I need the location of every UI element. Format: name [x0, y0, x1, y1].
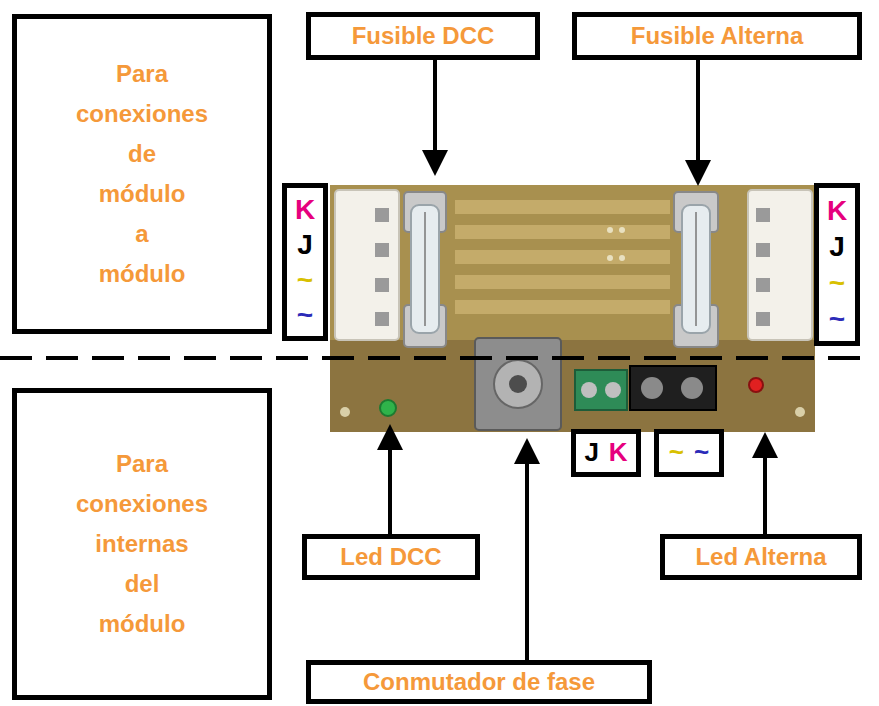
- circuit-board: [330, 185, 815, 432]
- molex-connector: [375, 208, 389, 222]
- callout-box: Conmutador de fase: [306, 660, 652, 705]
- leader-arrow: [388, 448, 392, 534]
- pin-name: K: [827, 193, 847, 229]
- terminal-block: [605, 382, 621, 398]
- pin-name: J: [584, 437, 598, 468]
- callout-box: Fusible Alterna: [572, 12, 862, 60]
- molex-connector: [335, 190, 399, 340]
- toggle-switch: [494, 360, 542, 408]
- glass-fuse: [404, 192, 718, 347]
- label-text: Fusible DCC: [352, 22, 495, 51]
- terminal-block: [575, 366, 716, 410]
- label-text: Para conexiones de módulo a módulo: [21, 54, 263, 294]
- molex-connector: [375, 243, 389, 257]
- leader-arrow: [752, 432, 778, 458]
- callout-box: Led DCC: [302, 534, 480, 580]
- pin-name: ~: [297, 262, 313, 297]
- leader-arrow: [433, 60, 437, 152]
- glass-fuse: [424, 212, 426, 326]
- divider-line: [0, 356, 868, 360]
- leader-arrow: [763, 456, 767, 534]
- divider-line: [0, 358, 868, 359]
- pin-name: ~: [829, 265, 845, 301]
- pin-name: ~: [694, 437, 709, 468]
- circuit-board: [330, 185, 815, 432]
- terminal-block: [575, 370, 627, 410]
- molex-connector: [756, 278, 770, 292]
- pin-label-box: ~~: [654, 429, 724, 476]
- leader-arrow: [685, 160, 711, 186]
- label-text: Conmutador de fase: [363, 668, 595, 697]
- pin-name: J: [297, 227, 313, 262]
- callout-box: Fusible DCC: [306, 12, 540, 60]
- info-box: Para conexiones de módulo a módulo: [12, 14, 272, 334]
- info-box: Para conexiones internas del módulo: [12, 388, 272, 700]
- pin-name: J: [829, 229, 845, 265]
- pin-name: ~: [829, 301, 845, 337]
- terminal-block: [630, 366, 716, 410]
- callout-box: Led Alterna: [660, 534, 862, 580]
- pin-name: K: [609, 437, 628, 468]
- leader-arrow: [422, 150, 448, 176]
- circuit-board: [330, 340, 815, 432]
- circuit-board: [455, 300, 670, 314]
- led: [380, 400, 396, 416]
- molex-connector: [756, 312, 770, 326]
- circuit-board: [607, 255, 613, 261]
- circuit-board: [619, 227, 625, 233]
- glass-fuse: [411, 205, 439, 333]
- label-text: Para conexiones internas del módulo: [21, 444, 263, 644]
- leader-arrow: [377, 424, 403, 450]
- circuit-board: [455, 200, 670, 214]
- glass-fuse: [682, 205, 710, 333]
- molex-connector: [375, 278, 389, 292]
- leader-arrow: [514, 438, 540, 464]
- pin-label-box: JK: [571, 429, 640, 476]
- pin-name: ~: [297, 297, 313, 332]
- circuit-board: [455, 250, 670, 264]
- led: [749, 378, 763, 392]
- label-text: Led Alterna: [695, 543, 826, 572]
- circuit-board: [619, 255, 625, 261]
- leader-arrow: [525, 462, 529, 660]
- terminal-block: [581, 382, 597, 398]
- molex-connector: [375, 312, 389, 326]
- pin-label-box: KJ~~: [282, 183, 328, 341]
- molex-connector: [756, 243, 770, 257]
- pin-label-box: KJ~~: [814, 183, 860, 346]
- toggle-switch: [509, 375, 527, 393]
- circuit-board: [340, 407, 350, 417]
- molex-connector: [748, 190, 812, 340]
- terminal-block: [681, 377, 703, 399]
- pin-name: K: [295, 192, 315, 227]
- terminal-block: [641, 377, 663, 399]
- glass-fuse: [695, 212, 697, 326]
- pin-name: ~: [669, 437, 684, 468]
- circuit-board: [795, 407, 805, 417]
- circuit-board: [607, 227, 613, 233]
- leader-arrow: [696, 60, 700, 162]
- molex-connector: [756, 208, 770, 222]
- label-text: Led DCC: [340, 543, 441, 572]
- circuit-board: [455, 225, 670, 239]
- led: [380, 378, 763, 416]
- toggle-switch: [475, 338, 561, 430]
- toggle-switch: [475, 338, 561, 430]
- circuit-board: [455, 275, 670, 289]
- label-text: Fusible Alterna: [631, 22, 803, 51]
